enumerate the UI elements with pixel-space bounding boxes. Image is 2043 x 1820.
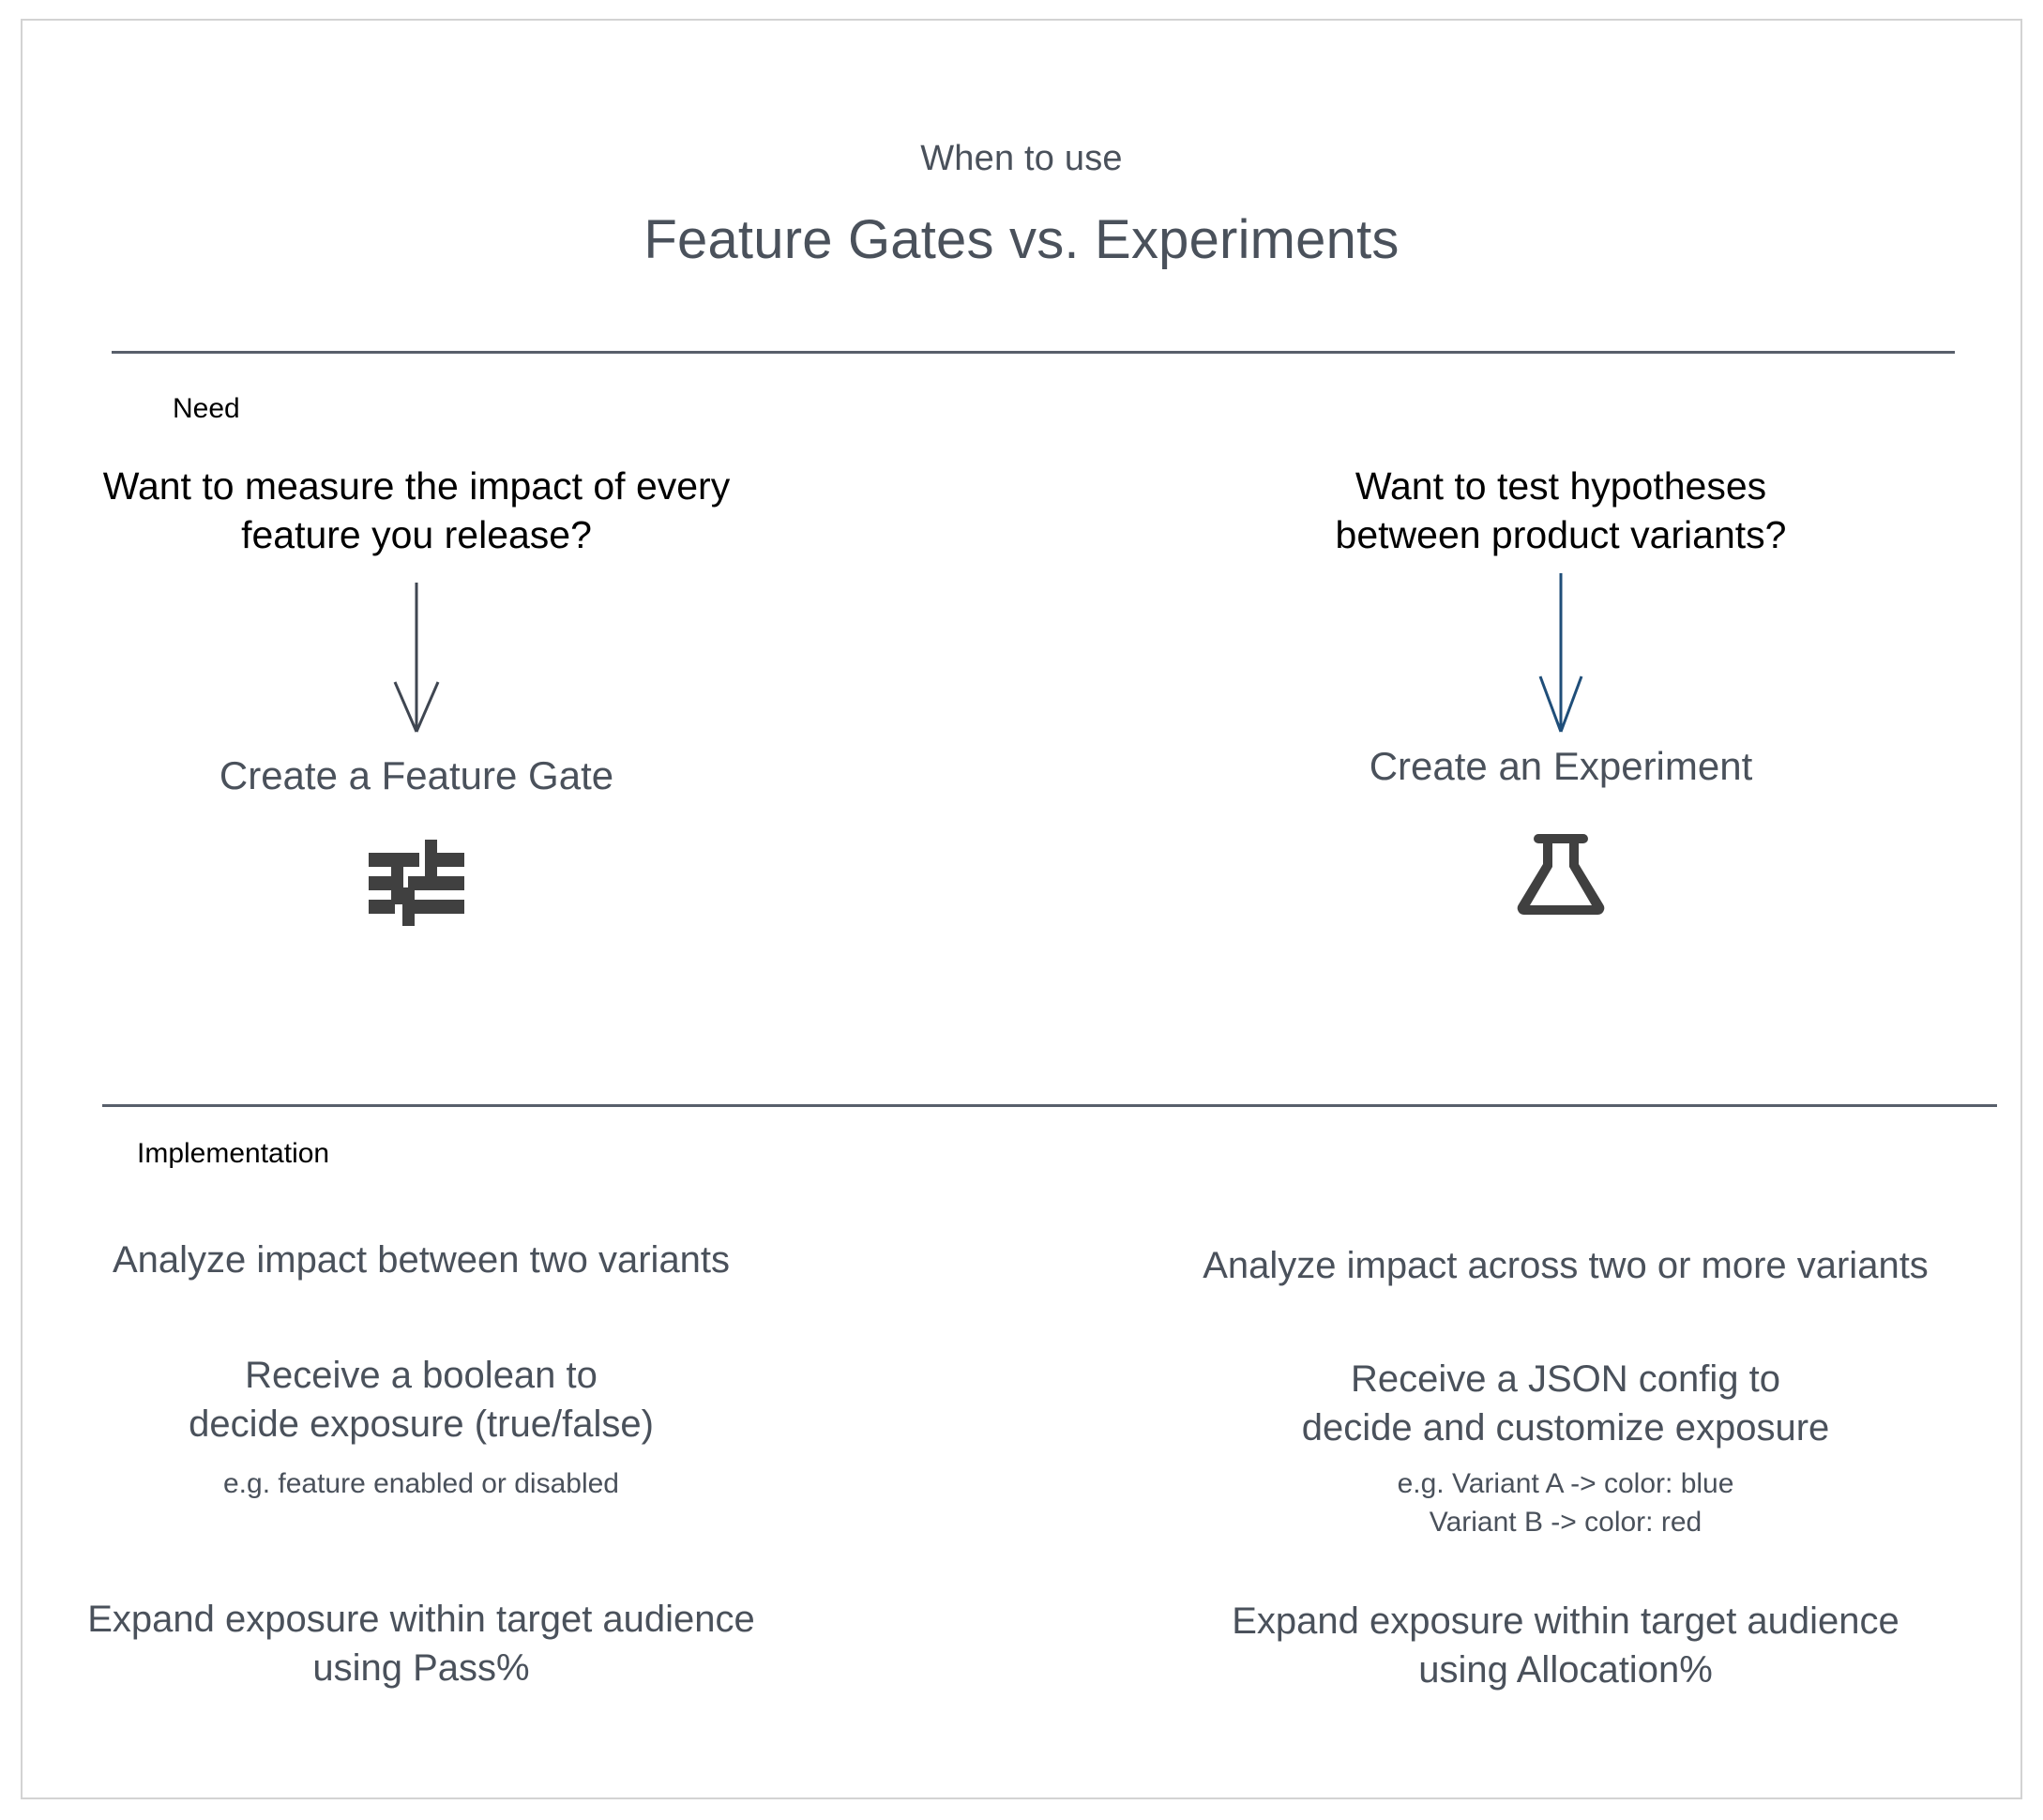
implementation-cell-left: Receive a boolean to decide exposure (tr…: [23, 1351, 1054, 1541]
implementation-main-text: Receive a boolean to decide exposure (tr…: [189, 1355, 654, 1445]
slide-header: When to use Feature Gates vs. Experiment…: [23, 21, 2020, 272]
arrow-down-feature-gate: [388, 581, 445, 745]
implementation-main-text: Receive a JSON config to decide and cust…: [1301, 1358, 1830, 1448]
divider-need: [112, 351, 1955, 354]
outcome-label-experiment: Create an Experiment: [1369, 743, 1753, 788]
tune-sliders-icon: [369, 831, 464, 934]
need-column-feature-gate: Want to measure the impact of every feat…: [23, 462, 1064, 934]
implementation-example-text: e.g. feature enabled or disabled: [223, 1468, 619, 1499]
implementation-row: Expand exposure within target audience u…: [23, 1595, 2020, 1692]
implementation-row: Receive a boolean to decide exposure (tr…: [23, 1351, 2020, 1541]
implementation-row: Analyze impact between two variants Anal…: [23, 1236, 2020, 1286]
section-label-need: Need: [173, 393, 240, 424]
implementation-cell-right: Analyze impact across two or more varian…: [1054, 1236, 2020, 1286]
implementation-main-text: Expand exposure within target audience u…: [87, 1599, 755, 1689]
slide-eyebrow: When to use: [920, 139, 1123, 178]
implementation-cell-right: Expand exposure within target audience u…: [1054, 1595, 2020, 1692]
implementation-main-text: Expand exposure within target audience u…: [1232, 1600, 1899, 1691]
implementation-example-text: e.g. Variant A -> color: blue Variant B …: [1397, 1468, 1734, 1538]
arrow-down-experiment: [1533, 571, 1589, 736]
outcome-label-feature-gate: Create a Feature Gate: [219, 752, 614, 797]
implementation-cell-left: Analyze impact between two variants: [23, 1236, 1054, 1284]
need-section: Want to measure the impact of every feat…: [23, 462, 2020, 934]
flask-icon: [1514, 822, 1608, 925]
need-question-feature-gate: Want to measure the impact of every feat…: [102, 464, 731, 557]
page-title: Feature Gates vs. Experiments: [643, 208, 1400, 270]
need-column-experiment: Want to test hypotheses between product …: [1064, 462, 2020, 934]
implementation-main-text: Analyze impact between two variants: [112, 1239, 731, 1281]
divider-implementation: [102, 1104, 1997, 1107]
slide-canvas: When to use Feature Gates vs. Experiment…: [21, 19, 2022, 1799]
need-question-experiment: Want to test hypotheses between product …: [1335, 464, 1787, 557]
section-label-implementation: Implementation: [137, 1138, 330, 1169]
implementation-cell-right: Receive a JSON config to decide and cust…: [1054, 1351, 2020, 1541]
implementation-cell-left: Expand exposure within target audience u…: [23, 1595, 1054, 1692]
implementation-main-text: Analyze impact across two or more varian…: [1203, 1245, 1929, 1286]
